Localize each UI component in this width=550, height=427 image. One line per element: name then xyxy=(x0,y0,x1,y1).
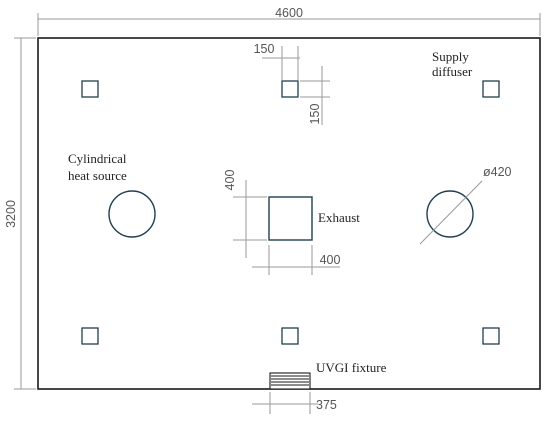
fixture-width-label: 375 xyxy=(316,398,337,412)
exhaust-width-dimension xyxy=(252,245,340,275)
exhaust-width-label: 400 xyxy=(320,253,341,267)
diffuser-width-dimension xyxy=(262,46,300,80)
supply-diffuser-label-line2: diffuser xyxy=(432,64,473,79)
supply-diffuser-label-line1: Supply xyxy=(432,49,469,64)
diffuser-width-label: 150 xyxy=(254,42,275,56)
heat-source-label-line1: Cylindrical xyxy=(68,151,127,166)
room-width-dimension xyxy=(14,37,36,390)
supply-diffuser-top-right xyxy=(482,80,500,98)
room-outline xyxy=(37,37,541,390)
exhaust xyxy=(268,196,313,241)
fixture-width-dimension xyxy=(252,392,318,414)
heat-source-left xyxy=(108,190,156,238)
room-length-dimension xyxy=(37,13,541,36)
heat-source-label-line2: heat source xyxy=(68,168,127,183)
heat-source-diameter-label: ø420 xyxy=(483,165,512,179)
room-length-label: 4600 xyxy=(275,6,303,20)
supply-diffuser-top-center xyxy=(281,80,299,98)
exhaust-label: Exhaust xyxy=(318,210,360,225)
diffuser-height-dimension xyxy=(300,66,330,125)
uvgi-fixture-label: UVGI fixture xyxy=(316,360,387,375)
heat-source-right xyxy=(426,190,474,238)
supply-diffuser-bottom-right xyxy=(482,327,500,345)
exhaust-height-dimension xyxy=(233,180,267,258)
uvgi-fixture xyxy=(269,372,311,390)
diffuser-height-label: 150 xyxy=(308,104,322,125)
supply-diffuser-bottom-left xyxy=(81,327,99,345)
exhaust-height-label: 400 xyxy=(223,170,237,191)
heat-source-diameter-leader xyxy=(419,180,483,245)
room-width-label: 3200 xyxy=(4,200,18,228)
supply-diffuser-bottom-center xyxy=(281,327,299,345)
supply-diffuser-top-left xyxy=(81,80,99,98)
